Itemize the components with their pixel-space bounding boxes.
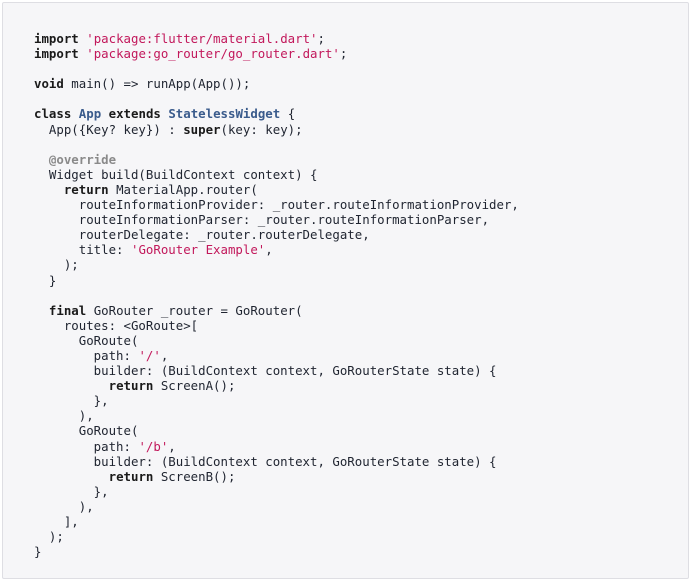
code-token: App [78, 106, 102, 122]
code-line [34, 288, 519, 303]
code-token: '/b' [138, 438, 169, 454]
code-token: path: [34, 438, 139, 454]
code-line: return ScreenB(); [34, 469, 519, 484]
code-token: path: [34, 347, 139, 363]
code-token: title: [34, 242, 131, 258]
code-line: path: '/b', [34, 439, 519, 454]
code-line: @override [34, 152, 519, 167]
code-line: Widget build(BuildContext context) { [34, 167, 519, 182]
code-line: import 'package:go_router/go_router.dart… [34, 46, 519, 61]
code-token: return [108, 378, 154, 394]
code-line: GoRoute( [34, 423, 519, 438]
code-token: } [34, 272, 57, 288]
code-token: ; [339, 46, 348, 62]
code-token [34, 152, 49, 167]
code-token: ScreenA(); [153, 378, 236, 394]
code-token: ), [34, 498, 94, 514]
code-token [34, 469, 109, 484]
code-token: 'package:flutter/material.dart' [86, 31, 318, 46]
code-line: builder: (BuildContext context, GoRouter… [34, 454, 519, 469]
code-token [101, 106, 108, 121]
code-line [34, 137, 519, 152]
code-line: class App extends StatelessWidget { [34, 106, 519, 121]
code-token: GoRoute( [34, 332, 139, 348]
code-token: class [34, 106, 72, 122]
code-line: GoRoute( [34, 333, 519, 348]
code-token: return [63, 181, 109, 197]
code-line [34, 91, 519, 106]
code-line [34, 61, 519, 76]
code-token: void [34, 76, 64, 92]
code-token: main() => runApp(App()); [63, 76, 251, 92]
code-line: } [34, 544, 519, 559]
code-line: final GoRouter _router = GoRouter( [34, 303, 519, 318]
code-line: ], [34, 514, 519, 529]
code-token: GoRouter _router = GoRouter( [86, 302, 303, 318]
code-token: , [168, 438, 176, 454]
code-token: ScreenB(); [153, 468, 236, 484]
code-token [34, 303, 49, 318]
code-token: return [108, 468, 154, 484]
code-token: ), [34, 408, 94, 424]
code-token: routeInformationParser: _router.routeInf… [34, 212, 490, 228]
code-token: }, [34, 393, 109, 409]
code-line: ), [34, 408, 519, 423]
code-token: { [280, 106, 296, 122]
code-token: '/' [138, 347, 161, 363]
code-line: }, [34, 484, 519, 499]
code-token: routerDelegate: _router.routerDelegate, [34, 227, 370, 243]
code-token [34, 182, 64, 197]
code-token: ); [34, 257, 79, 273]
code-token: ); [34, 529, 64, 545]
code-line: ); [34, 529, 519, 544]
code-token: @override [48, 151, 117, 167]
code-line: void main() => runApp(App()); [34, 76, 519, 91]
code-line: ); [34, 257, 519, 272]
code-line: routeInformationProvider: _router.routeI… [34, 197, 519, 212]
code-line: return ScreenA(); [34, 378, 519, 393]
code-line: builder: (BuildContext context, GoRouter… [34, 363, 519, 378]
code-token: ; [317, 31, 325, 46]
code-token [71, 106, 78, 121]
code-line: } [34, 273, 519, 288]
code-token: super [183, 121, 221, 137]
code-token: builder: (BuildContext context, GoRouter… [34, 363, 497, 379]
code-token: final [48, 302, 87, 318]
code-line: routerDelegate: _router.routerDelegate, [34, 227, 519, 242]
code-token: GoRoute( [34, 423, 139, 439]
code-token: , [160, 347, 169, 363]
code-token: 'package:go_router/go_router.dart' [86, 46, 340, 62]
code-token: , [265, 242, 273, 258]
code-token: routeInformationProvider: _router.routeI… [34, 197, 519, 213]
code-token: StatelessWidget [168, 106, 281, 122]
code-line: ), [34, 499, 519, 514]
code-token: builder: (BuildContext context, GoRouter… [34, 453, 497, 469]
code-token: } [34, 544, 42, 560]
code-line: routes: <GoRoute>[ [34, 318, 519, 333]
code-token: ], [34, 514, 79, 529]
code-token: }, [34, 483, 109, 499]
code-token: routes: <GoRoute>[ [34, 317, 199, 333]
code-token: import [34, 46, 79, 62]
code-line: App({Key? key}) : super(key: key); [34, 122, 519, 137]
code-line: routeInformationParser: _router.routeInf… [34, 212, 519, 227]
code-token: Widget build(BuildContext context) { [34, 166, 318, 182]
code-line: }, [34, 393, 519, 408]
code-token: App({Key? key}) : [34, 121, 184, 137]
code-token: (key: key); [220, 121, 303, 137]
code-listing: import 'package:flutter/material.dart';i… [34, 31, 519, 559]
code-token: 'GoRouter Example' [130, 242, 266, 258]
code-token [34, 378, 109, 393]
code-token: import [34, 31, 79, 46]
code-line: return MaterialApp.router( [34, 182, 519, 197]
code-line: path: '/', [34, 348, 519, 363]
code-line: title: 'GoRouter Example', [34, 242, 519, 257]
code-token: extends [108, 106, 161, 122]
code-line: import 'package:flutter/material.dart'; [34, 31, 519, 46]
code-token: MaterialApp.router( [108, 181, 258, 197]
